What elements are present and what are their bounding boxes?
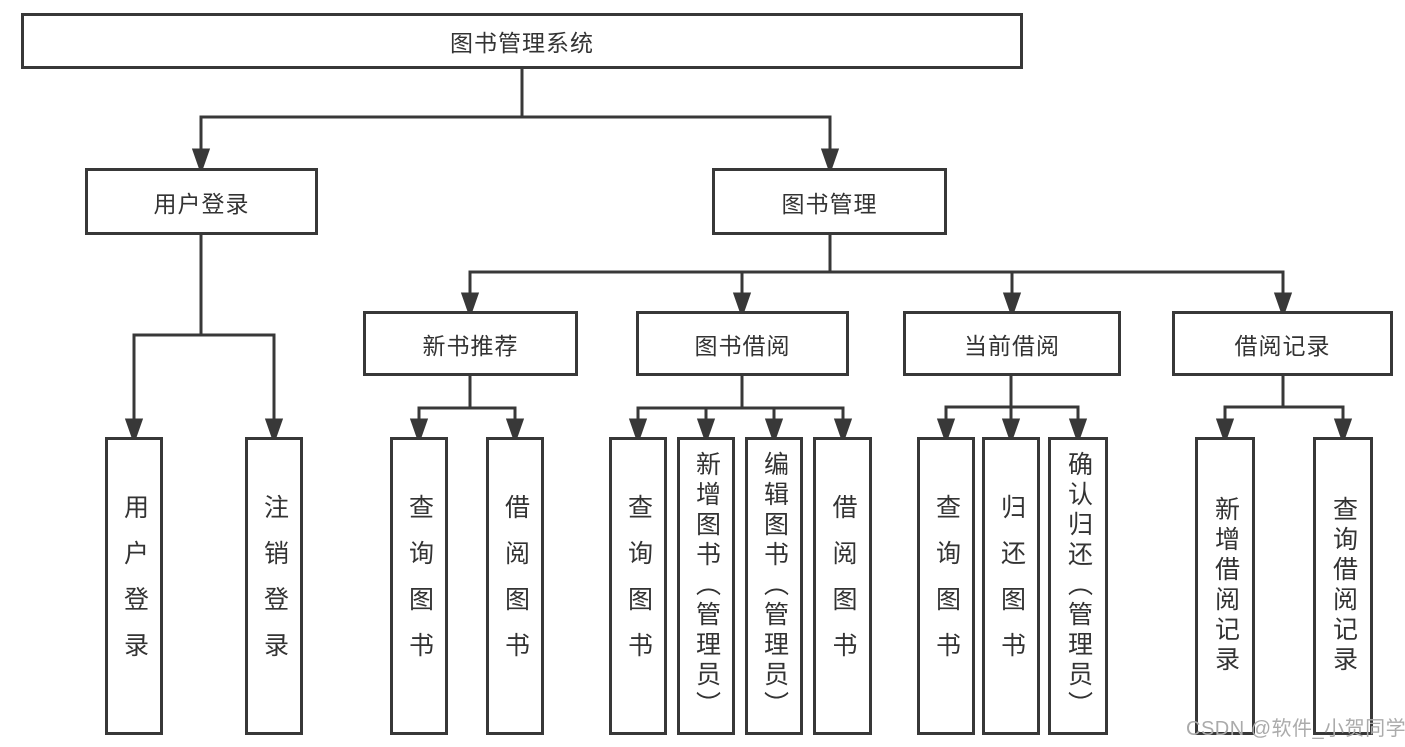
arrowhead-icon (1068, 418, 1088, 445)
leaf-query-books-borrow: 查询图书 (609, 437, 667, 735)
node-book-borrow: 图书借阅 (636, 311, 849, 376)
leaf-add-books-admin: 新增图书（管理员） (677, 437, 735, 735)
node-label: 用户登录 (153, 190, 250, 217)
arrowhead-icon (936, 418, 956, 445)
node-current-borrow: 当前借阅 (903, 311, 1121, 376)
node-label: 借阅记录 (1234, 332, 1331, 359)
connector-user-login-children (124, 233, 284, 445)
connector-current-borrow-children (936, 374, 1088, 445)
arrowhead-icon (764, 418, 784, 445)
leaf-edit-books-admin: 编辑图书（管理员） (745, 437, 803, 735)
node-label: 注销登录 (260, 494, 289, 678)
node-label: 查询图书 (932, 494, 961, 678)
connector-root-to-level2 (191, 67, 840, 175)
node-label: 图书管理 (781, 190, 878, 217)
leaf-return-books: 归还图书 (982, 437, 1040, 735)
leaf-query-books-recommend: 查询图书 (390, 437, 448, 735)
node-label: 图书管理系统 (450, 30, 594, 56)
arrowhead-icon (1001, 418, 1021, 445)
arrowhead-icon (820, 148, 840, 175)
arrowhead-icon (1273, 292, 1293, 319)
leaf-add-borrow-record: 新增借阅记录 (1195, 437, 1255, 735)
node-label: 新增借阅记录 (1211, 496, 1240, 676)
arrowhead-icon (505, 418, 525, 445)
arrowhead-icon (409, 418, 429, 445)
node-label: 用户登录 (120, 494, 149, 678)
arrowhead-icon (460, 292, 480, 319)
node-borrow-records: 借阅记录 (1172, 311, 1393, 376)
node-label: 编辑图书（管理员） (760, 451, 789, 721)
node-label: 新书推荐 (422, 332, 519, 359)
node-label: 新增图书（管理员） (692, 451, 721, 721)
node-label: 确认归还（管理员） (1064, 451, 1093, 721)
arrowhead-icon (191, 148, 211, 175)
leaf-user-login: 用户登录 (105, 437, 163, 735)
node-label: 当前借阅 (964, 332, 1060, 359)
arrowhead-icon (732, 292, 752, 319)
leaf-borrow-books: 借阅图书 (813, 437, 872, 735)
arrowhead-icon (1215, 418, 1235, 445)
connector-book-borrow-children (628, 374, 853, 445)
arrowhead-icon (264, 418, 284, 445)
leaf-logout: 注销登录 (245, 437, 303, 735)
leaf-borrow-books-recommend: 借阅图书 (486, 437, 544, 735)
node-label: 查询借阅记录 (1329, 496, 1358, 676)
node-label: 借阅图书 (829, 494, 857, 678)
arrowhead-icon (1002, 292, 1022, 319)
leaf-query-books-current: 查询图书 (917, 437, 975, 735)
node-label: 图书借阅 (694, 332, 791, 359)
node-label: 查询图书 (624, 494, 653, 678)
connector-borrow-records-children (1215, 374, 1353, 445)
connector-book-management-children (460, 233, 1293, 319)
node-label: 查询图书 (405, 494, 434, 678)
node-book-management: 图书管理 (712, 168, 947, 235)
arrowhead-icon (628, 418, 648, 445)
arrowhead-icon (696, 418, 716, 445)
node-root-library-system: 图书管理系统 (21, 13, 1023, 69)
arrowhead-icon (1333, 418, 1353, 445)
node-label: 借阅图书 (501, 494, 530, 678)
arrowhead-icon (833, 418, 853, 445)
leaf-query-borrow-record: 查询借阅记录 (1313, 437, 1373, 735)
leaf-confirm-return-admin: 确认归还（管理员） (1048, 437, 1108, 735)
node-user-login: 用户登录 (85, 168, 318, 235)
connector-new-book-recommend-children (409, 374, 525, 445)
node-new-book-recommend: 新书推荐 (363, 311, 578, 376)
node-label: 归还图书 (997, 494, 1026, 678)
arrowhead-icon (124, 418, 144, 445)
csdn-watermark: CSDN @软件_小贺同学 (1186, 718, 1405, 740)
